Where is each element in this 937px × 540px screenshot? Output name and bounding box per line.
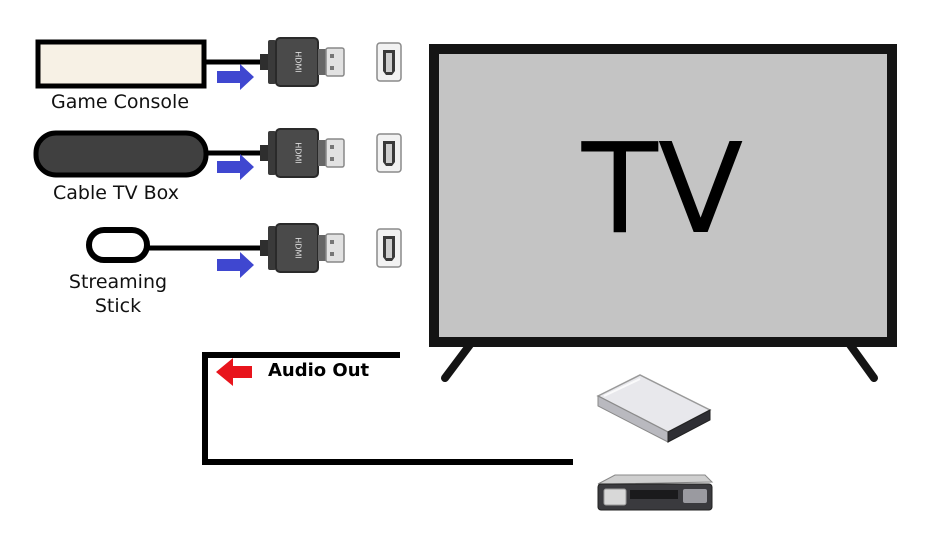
audio-out-arrow (216, 358, 252, 386)
hdmi-plug-3: HDMI (259, 223, 345, 273)
hdmi-port-2 (376, 133, 402, 173)
input-arrow-2 (217, 154, 254, 180)
receiver-unit (597, 474, 714, 511)
tv-stand-left (441, 338, 476, 382)
hdmi-plug-3-text: HDMI (294, 237, 303, 258)
tv-label: TV (581, 117, 744, 262)
tv-screen (429, 44, 897, 347)
tv (429, 44, 897, 382)
cable-tv-box-label: Cable TV Box (53, 182, 179, 204)
game-console-device (35, 39, 207, 89)
game-console-label: Game Console (50, 91, 190, 113)
hdmi-plug-2-text: HDMI (294, 142, 303, 163)
hdmi-plug-2: HDMI (259, 128, 345, 178)
streaming-stick-label-line1: Streaming (68, 271, 168, 293)
streaming-stick-device (86, 227, 150, 263)
streaming-stick-label-line2: Stick (94, 295, 142, 317)
input-arrow-3 (217, 252, 254, 278)
cable-tv-box-device (33, 130, 209, 178)
input-arrow-1 (217, 64, 254, 90)
hdmi-port-3 (376, 228, 402, 268)
speaker-unit (596, 374, 712, 443)
tv-stand-right (844, 338, 878, 382)
hdmi-port-1 (376, 42, 402, 82)
hdmi-plug-1: HDMI (259, 37, 345, 87)
audio-out-label: Audio Out (268, 360, 370, 381)
hdmi-plug-1-text: HDMI (294, 51, 303, 72)
audio-cable (202, 352, 573, 465)
